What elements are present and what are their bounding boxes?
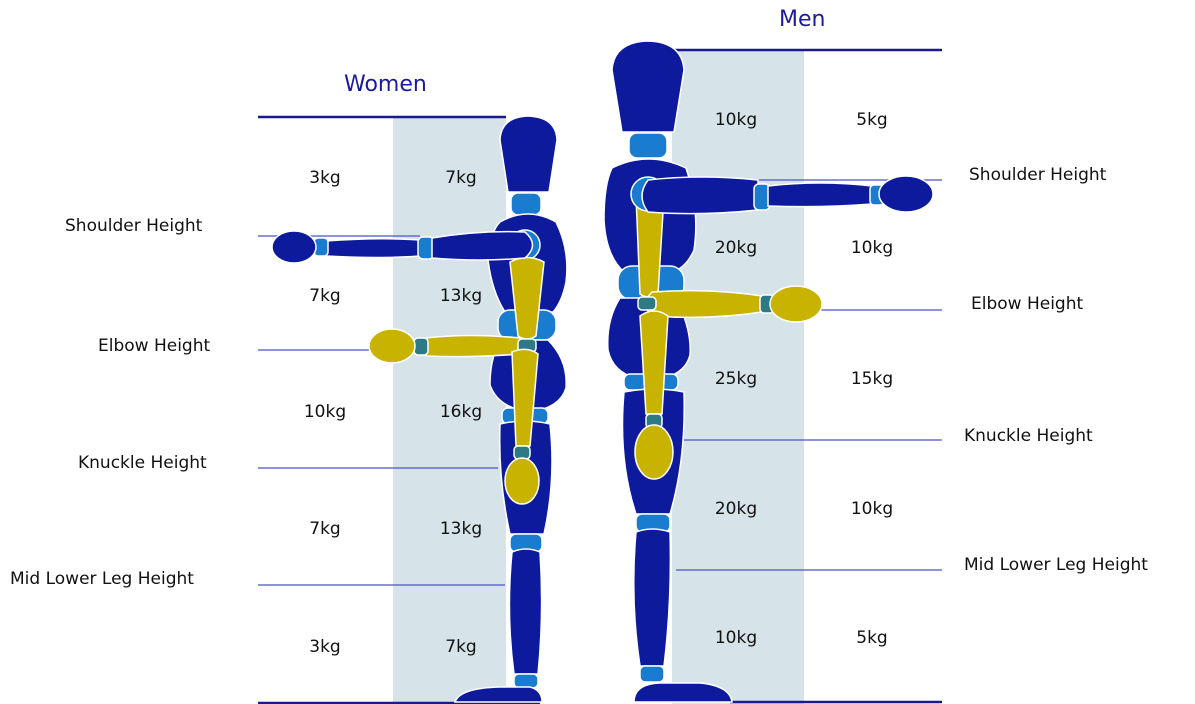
woman-outstretched-upper-arm <box>432 232 533 260</box>
women-outer-weight-zone-4: 7kg <box>309 519 340 539</box>
women-outer-weight-zone-3: 10kg <box>304 402 346 422</box>
woman-down-hand <box>505 458 539 504</box>
women-outer-weight-zone-1: 3kg <box>309 168 340 188</box>
men-outer-weight-zone-3: 15kg <box>851 369 893 389</box>
man-head <box>612 41 684 132</box>
woman-outstretched-hand <box>272 231 316 263</box>
man-ankle <box>640 666 664 682</box>
men-mid-lower-leg-height-label: Mid Lower Leg Height <box>964 555 1148 575</box>
men-outer-weight-zone-1: 5kg <box>856 110 887 130</box>
men-title: Men <box>779 7 825 32</box>
men-inner-weight-zone-4: 20kg <box>715 499 757 519</box>
men-inner-weight-zone-3: 25kg <box>715 369 757 389</box>
woman-outstretched-forearm <box>326 239 420 258</box>
man-forward-hand <box>770 286 822 322</box>
woman-ankle <box>514 674 538 688</box>
man-neck <box>629 133 667 158</box>
men-knuckle-height-label: Knuckle Height <box>964 426 1093 446</box>
women-inner-weight-zone-2: 13kg <box>440 286 482 306</box>
women-mid-lower-leg-height-label: Mid Lower Leg Height <box>10 569 194 589</box>
men-outer-weight-zone-4: 10kg <box>851 499 893 519</box>
woman-down-wrist <box>514 446 530 459</box>
man-outstretched-forearm <box>768 183 872 207</box>
women-inner-weight-zone-3: 16kg <box>440 402 482 422</box>
woman-neck <box>511 193 541 215</box>
women-inner-weight-zone-5: 7kg <box>445 637 476 657</box>
man-foot <box>634 683 732 702</box>
women-outer-weight-zone-2: 7kg <box>309 286 340 306</box>
women-outer-weight-zone-5: 3kg <box>309 637 340 657</box>
woman-forearm <box>426 336 526 357</box>
men-elbow-height-label: Elbow Height <box>971 294 1083 314</box>
men-inner-weight-zone-5: 10kg <box>715 628 757 648</box>
man-outstretched-upper-arm <box>642 177 758 214</box>
women-knuckle-height-label: Knuckle Height <box>78 453 207 473</box>
men-inner-weight-zone-1: 10kg <box>715 110 757 130</box>
men-shoulder-height-label: Shoulder Height <box>969 165 1106 185</box>
men-inner-weight-zone-2: 20kg <box>715 238 757 258</box>
women-inner-weight-zone-1: 7kg <box>445 168 476 188</box>
man-shin <box>634 529 671 666</box>
men-outer-weight-zone-5: 5kg <box>856 628 887 648</box>
man-outstretched-hand <box>879 176 933 212</box>
women-elbow-height-label: Elbow Height <box>98 336 210 356</box>
man-elbow-joint <box>638 297 656 310</box>
woman-forward-wrist <box>414 338 428 355</box>
women-inner-weight-zone-4: 13kg <box>440 519 482 539</box>
men-outer-weight-zone-2: 10kg <box>851 238 893 258</box>
woman-head <box>500 116 557 192</box>
woman-shin <box>509 549 541 674</box>
women-shoulder-height-label: Shoulder Height <box>65 216 202 236</box>
women-title: Women <box>344 72 427 97</box>
man-down-hand <box>635 425 673 479</box>
woman-forward-hand <box>369 329 415 363</box>
